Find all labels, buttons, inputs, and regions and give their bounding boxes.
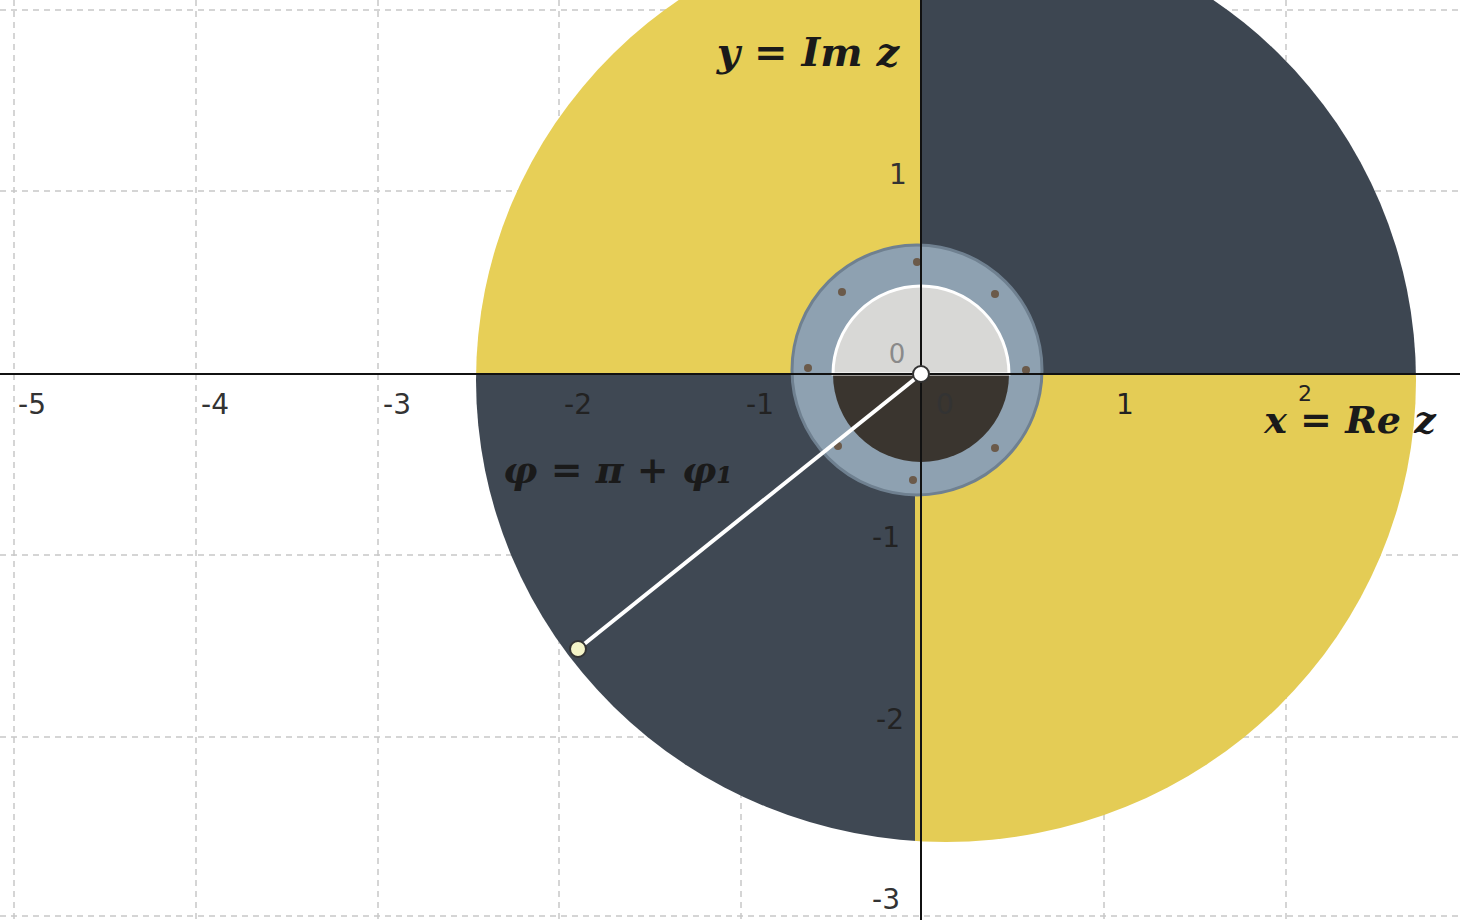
radius-vector <box>578 374 921 649</box>
grid-line <box>195 0 197 920</box>
hub-ring <box>792 245 1042 495</box>
x-axis <box>0 373 1460 375</box>
tick-label: -2 <box>564 390 592 421</box>
bolt <box>991 290 999 298</box>
hub <box>792 245 1042 495</box>
axis-title: x = Re z <box>1264 399 1436 441</box>
axis-title: y = Im z <box>717 30 899 74</box>
target-disc <box>400 0 1460 920</box>
tick-label: -1 <box>746 390 774 421</box>
tick-label: 0 <box>889 340 906 369</box>
tick-label: -5 <box>18 390 46 421</box>
grid-line <box>13 0 15 920</box>
bolt <box>1022 366 1030 374</box>
angle-label: φ = π + φ₁ <box>503 449 733 491</box>
bolt <box>804 364 812 372</box>
tick-label: -2 <box>876 705 904 736</box>
bolt <box>913 258 921 266</box>
tick-label: -3 <box>872 885 900 916</box>
bolt <box>909 476 917 484</box>
tick-label: -3 <box>383 390 411 421</box>
bolt <box>838 288 846 296</box>
grid-line <box>377 0 379 920</box>
tick-label: -1 <box>872 523 900 554</box>
tick-label: 1 <box>889 160 907 191</box>
bolt <box>991 444 999 452</box>
y-axis <box>920 0 922 920</box>
tick-label: 1 <box>1116 390 1134 421</box>
z-point <box>570 641 586 657</box>
origin-point <box>913 366 929 382</box>
grid-line <box>0 915 1460 917</box>
tick-label: -4 <box>201 390 229 421</box>
tick-label: 0 <box>936 390 954 421</box>
